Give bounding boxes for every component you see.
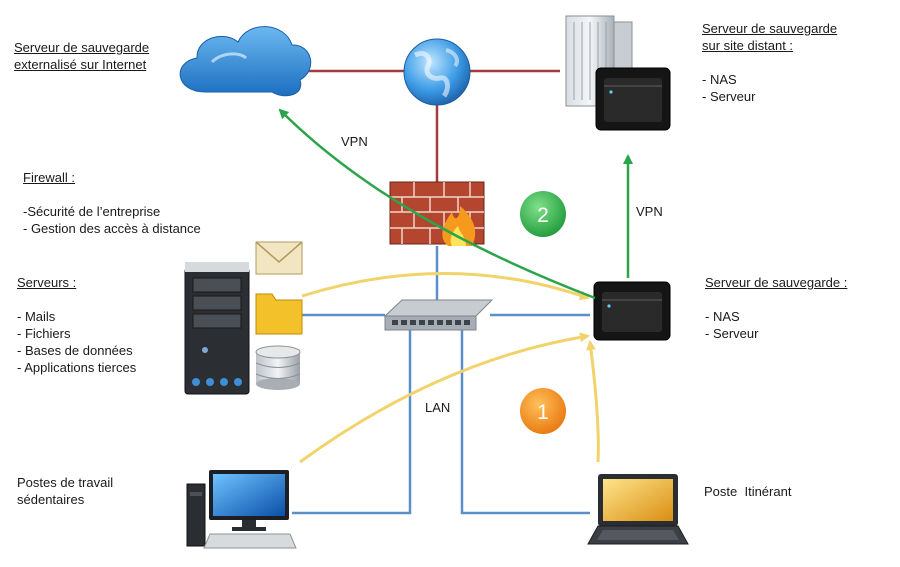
folder-icon bbox=[255, 293, 303, 335]
local-item-server: - Serveur bbox=[705, 326, 759, 341]
remote-item-server: - Serveur bbox=[702, 89, 756, 104]
roaming-label: Poste Itinérant bbox=[704, 484, 792, 499]
laptop-icon bbox=[587, 474, 689, 545]
desktop-pc-icon bbox=[186, 470, 297, 549]
badge-2-number: 2 bbox=[537, 204, 549, 227]
workstations-label: Postes de travail sédentaires bbox=[17, 474, 113, 508]
remote-item-nas: - NAS bbox=[702, 72, 737, 87]
firewall-icon bbox=[389, 181, 485, 246]
database-icon bbox=[255, 345, 301, 390]
local-item-nas: - NAS bbox=[705, 309, 740, 324]
lan-links bbox=[292, 246, 590, 515]
vpn-left-label: VPN bbox=[341, 134, 368, 149]
workstations-line-2: sédentaires bbox=[17, 492, 85, 507]
cloud-icon bbox=[179, 26, 312, 97]
remote-backup-line-1: Serveur de sauvegarde bbox=[702, 21, 838, 36]
vpn-arrows bbox=[278, 108, 633, 300]
workstations-line-1: Postes de travail bbox=[17, 475, 114, 490]
backup-arrows bbox=[299, 272, 600, 464]
local-nas-icon bbox=[593, 281, 671, 341]
servers-item-databases: - Bases de données bbox=[17, 343, 133, 358]
cloud-backup-line-2: externalisé sur Internet bbox=[14, 57, 147, 72]
firewall-item-access: - Gestion des accès à distance bbox=[23, 221, 201, 236]
remote-backup-label: Serveur de sauvegarde sur site distant :… bbox=[702, 20, 837, 105]
firewall-label: Firewall : -Sécurité de l’entreprise - G… bbox=[23, 169, 201, 237]
step-badge-2: 2 bbox=[520, 191, 566, 237]
globe-icon bbox=[403, 38, 471, 106]
step-badge-1: 1 bbox=[520, 388, 566, 434]
badge-1-number: 1 bbox=[537, 401, 549, 424]
network-switch-icon bbox=[383, 299, 494, 331]
tower-server-icon bbox=[184, 262, 250, 395]
local-backup-label: Serveur de sauvegarde : - NAS - Serveur bbox=[705, 274, 847, 342]
cloud-backup-label: Serveur de sauvegarde externalisé sur In… bbox=[14, 39, 149, 73]
remote-nas-icon bbox=[595, 67, 671, 131]
firewall-item-security: -Sécurité de l’entreprise bbox=[23, 204, 161, 219]
servers-item-files: - Fichiers bbox=[17, 326, 71, 341]
vpn-right-label: VPN bbox=[636, 204, 663, 219]
local-backup-title: Serveur de sauvegarde : bbox=[705, 275, 848, 290]
servers-item-mails: - Mails bbox=[17, 309, 56, 324]
firewall-title: Firewall : bbox=[23, 170, 76, 185]
lan-label: LAN bbox=[425, 400, 451, 415]
servers-title: Serveurs : bbox=[17, 275, 77, 290]
servers-label: Serveurs : - Mails - Fichiers - Bases de… bbox=[17, 274, 136, 376]
cloud-backup-line-1: Serveur de sauvegarde bbox=[14, 40, 150, 55]
servers-item-apps: - Applications tierces bbox=[17, 360, 137, 375]
remote-backup-line-2: sur site distant : bbox=[702, 38, 794, 53]
mail-icon bbox=[255, 241, 303, 275]
